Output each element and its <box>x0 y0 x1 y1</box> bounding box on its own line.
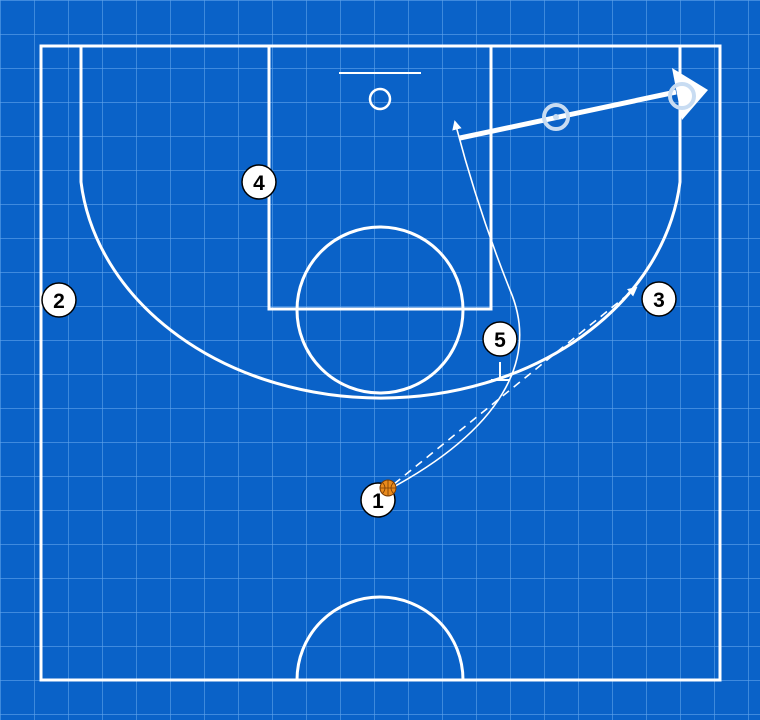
center-circle <box>295 595 465 681</box>
ghost-position-marker <box>553 114 559 120</box>
player-label: 3 <box>653 289 665 312</box>
player-label: 5 <box>494 329 506 352</box>
play-actions <box>387 68 708 491</box>
player-label: 1 <box>372 490 384 513</box>
player-label: 2 <box>53 290 65 313</box>
pass-line <box>393 286 638 485</box>
basketball-icon <box>379 479 397 497</box>
free-throw-circle <box>295 225 465 395</box>
player-5: 5 <box>482 321 518 357</box>
player-label: 4 <box>253 172 265 195</box>
player-4: 4 <box>241 164 277 200</box>
hoop <box>368 87 392 111</box>
ghost-position-marker <box>542 103 570 131</box>
screen-marker-icon <box>491 362 509 381</box>
player-2: 2 <box>41 282 77 318</box>
three-point-line <box>79 46 682 400</box>
player-3: 3 <box>641 281 677 317</box>
ghost-position-marker <box>668 82 696 110</box>
player-1: 1 <box>360 479 397 518</box>
cut-path <box>387 120 521 491</box>
